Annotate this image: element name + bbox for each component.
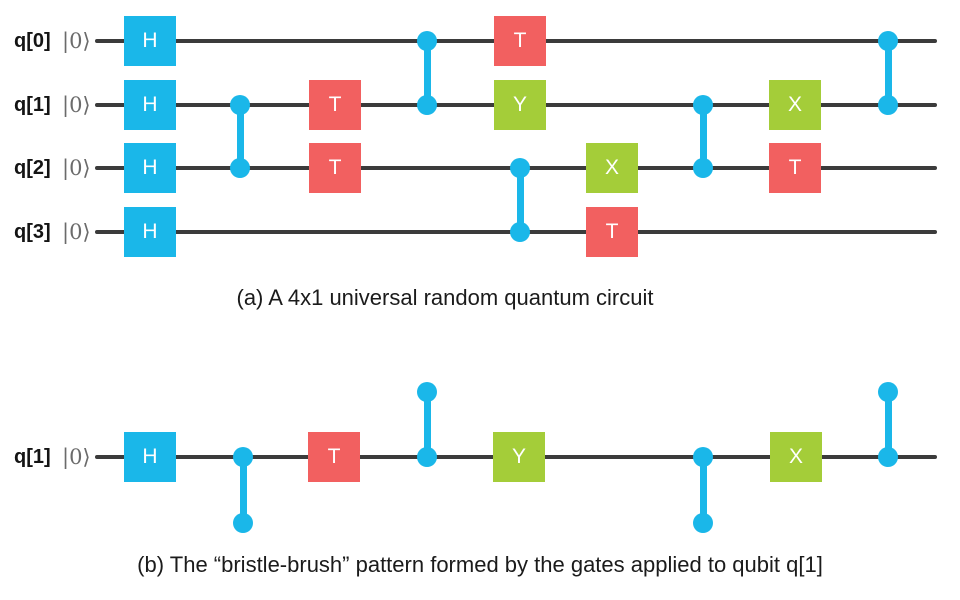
- cz-connector-dot: [878, 31, 898, 51]
- cz-connector-stem: [517, 168, 524, 232]
- cz-connector-stem: [424, 41, 431, 105]
- qubit-label: q[3]: [14, 221, 51, 243]
- ket-zero-label: |0⟩: [62, 29, 91, 53]
- qubit-label: q[0]: [14, 30, 51, 52]
- cz-connector-dot: [233, 447, 253, 467]
- cz-connector-dot: [878, 382, 898, 402]
- ket-zero-label: |0⟩: [62, 156, 91, 180]
- cz-connector-stem: [700, 105, 707, 168]
- qubit-label: q[1]: [14, 446, 51, 468]
- gate-y: Y: [494, 80, 546, 130]
- gate-h: H: [124, 143, 176, 193]
- cz-connector-dot: [230, 95, 250, 115]
- cz-connector-dot: [510, 158, 530, 178]
- ket-zero-label: |0⟩: [62, 220, 91, 244]
- cz-connector-dot: [693, 513, 713, 533]
- gate-t: T: [586, 207, 638, 257]
- gate-t: T: [308, 432, 360, 482]
- gate-t: T: [769, 143, 821, 193]
- caption-a: (a) A 4x1 universal random quantum circu…: [236, 285, 654, 310]
- cz-connector-dot: [417, 382, 437, 402]
- gate-y: Y: [493, 432, 545, 482]
- gate-x: X: [769, 80, 821, 130]
- cz-connector-stem: [240, 457, 247, 523]
- cz-connector-stem: [885, 41, 892, 105]
- gate-x: X: [770, 432, 822, 482]
- gate-h: H: [124, 432, 176, 482]
- cz-connector-dot: [417, 447, 437, 467]
- cz-connector-dot: [417, 95, 437, 115]
- gate-h: H: [124, 16, 176, 66]
- cz-connector-stem: [237, 105, 244, 168]
- cz-connector-dot: [230, 158, 250, 178]
- qubit-label: q[1]: [14, 94, 51, 116]
- gate-t: T: [309, 80, 361, 130]
- gate-h: H: [124, 207, 176, 257]
- cz-connector-dot: [878, 447, 898, 467]
- qubit-label: q[2]: [14, 157, 51, 179]
- cz-connector-dot: [233, 513, 253, 533]
- cz-connector-stem: [885, 392, 892, 457]
- cz-connector-dot: [693, 447, 713, 467]
- ket-zero-label: |0⟩: [62, 93, 91, 117]
- gate-h: H: [124, 80, 176, 130]
- cz-connector-dot: [693, 95, 713, 115]
- cz-connector-stem: [424, 392, 431, 457]
- caption-b: (b) The “bristle-brush” pattern formed b…: [137, 552, 823, 577]
- cz-connector-stem: [700, 457, 707, 523]
- ket-zero-label: |0⟩: [62, 445, 91, 469]
- cz-connector-dot: [693, 158, 713, 178]
- cz-connector-dot: [510, 222, 530, 242]
- cz-connector-dot: [417, 31, 437, 51]
- gate-t: T: [494, 16, 546, 66]
- cz-connector-dot: [878, 95, 898, 115]
- gate-x: X: [586, 143, 638, 193]
- gate-t: T: [309, 143, 361, 193]
